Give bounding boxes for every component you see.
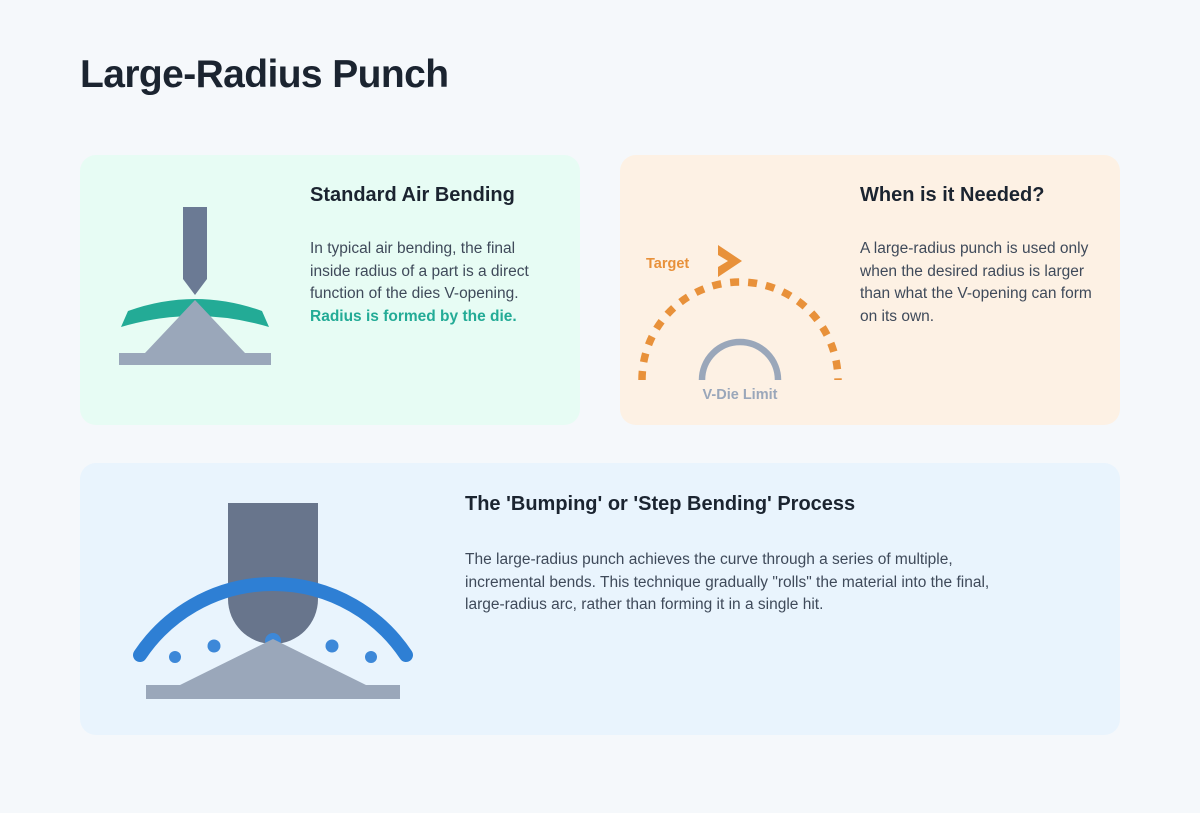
v-die-shape bbox=[145, 639, 400, 699]
radius-comparison-diagram: Target V-Die Limit bbox=[638, 245, 842, 402]
bend-step-dot bbox=[168, 651, 181, 663]
card-standard-air-bending: Standard Air Bending In typical air bend… bbox=[80, 155, 580, 425]
large-radius-punch-shape bbox=[227, 503, 318, 644]
card-text-air-bending-emphasis: Radius is formed by the die. bbox=[310, 307, 517, 325]
punch-shape bbox=[183, 207, 207, 295]
card-when-is-it-needed: Target V-Die Limit When is it Needed? A … bbox=[620, 155, 1120, 425]
page-title: Large-Radius Punch bbox=[80, 53, 449, 96]
formed-arc-shape bbox=[132, 576, 413, 662]
target-label: Target bbox=[646, 256, 689, 272]
card-bumping-process: The 'Bumping' or 'Step Bending' Process … bbox=[80, 463, 1120, 735]
bumping-body: The 'Bumping' or 'Step Bending' Process … bbox=[465, 463, 1120, 617]
bumping-figure bbox=[80, 463, 465, 709]
bend-step-dot bbox=[364, 651, 377, 663]
bumping-diagram bbox=[132, 503, 413, 699]
bend-step-dot bbox=[207, 639, 220, 653]
when-needed-figure: Target V-Die Limit bbox=[620, 155, 860, 402]
card-heading-bumping: The 'Bumping' or 'Step Bending' Process bbox=[465, 493, 856, 515]
card-heading-when-needed: When is it Needed? bbox=[860, 184, 1045, 206]
card-text-bumping: The large-radius punch achieves the curv… bbox=[465, 551, 990, 614]
bend-step-dot bbox=[325, 639, 338, 653]
card-text-when-needed: A large-radius punch is used only when t… bbox=[860, 240, 1092, 325]
air-bending-figure bbox=[80, 155, 310, 377]
v-die-shape bbox=[119, 300, 271, 365]
card-heading-air-bending: Standard Air Bending bbox=[310, 184, 515, 206]
air-bending-diagram bbox=[119, 207, 271, 365]
greater-than-icon bbox=[718, 245, 742, 277]
target-radius-arc bbox=[638, 278, 842, 381]
vdie-limit-label: V-Die Limit bbox=[703, 387, 778, 402]
vdie-limit-arc bbox=[698, 338, 782, 381]
card-text-air-bending-main: In typical air bending, the final inside… bbox=[310, 240, 529, 303]
air-bending-body: Standard Air Bending In typical air bend… bbox=[310, 155, 580, 329]
when-needed-body: When is it Needed? A large-radius punch … bbox=[860, 155, 1120, 329]
card-text-air-bending: In typical air bending, the final inside… bbox=[310, 238, 558, 329]
